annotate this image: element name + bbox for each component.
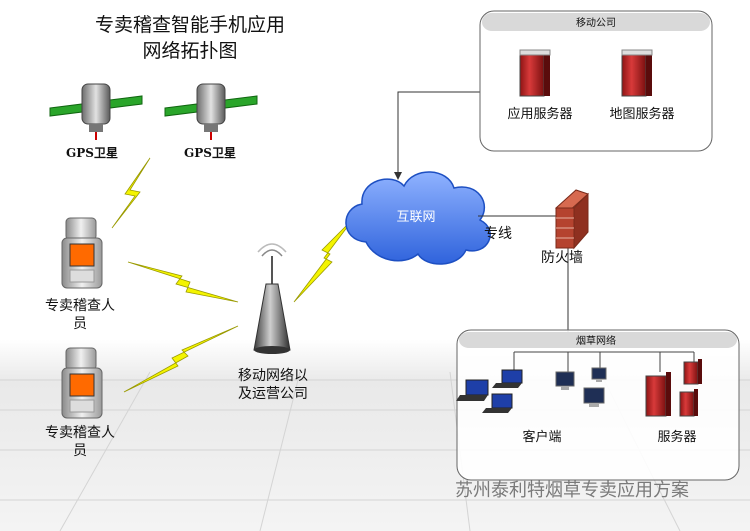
tobacco-server-2 (683, 359, 702, 385)
gps-satellite-2 (164, 83, 258, 140)
phone-1-label-line1: 专卖稽查人 (45, 298, 115, 314)
firewall-label: 防火墙 (541, 250, 583, 266)
tobacco-server-3 (679, 389, 698, 417)
cell-tower (253, 243, 291, 354)
laptop-3 (482, 393, 513, 413)
diagram-title-line1: 专卖稽查智能手机应用 (95, 14, 285, 36)
watermark-text: 苏州泰利特烟草专卖应用方案 (455, 480, 689, 501)
client-computers (456, 367, 607, 413)
tobacco-network-title: 烟草网络 (576, 334, 616, 347)
phone-2-label-line2: 员 (73, 443, 87, 459)
desktop-3 (583, 387, 605, 407)
gps-satellite-2-label: GPS卫星 (184, 146, 236, 160)
wireless-bolt-phone1 (127, 261, 239, 303)
phone-2 (61, 347, 103, 419)
internet-label: 互联网 (396, 210, 435, 225)
tower-label-line2: 及运营公司 (238, 386, 308, 402)
gps-satellite-1 (49, 83, 143, 140)
phone-2-label-line1: 专卖稽查人 (45, 425, 115, 441)
map-server-label: 地图服务器 (609, 106, 674, 122)
laptop-1 (492, 369, 523, 388)
phone-1 (61, 217, 103, 289)
mobile-company-to-internet-line (394, 91, 480, 180)
tobacco-network-bus (513, 351, 695, 372)
mobile-company-panel (479, 10, 713, 152)
phone-1-label-line2: 员 (73, 316, 87, 332)
desktop-2 (591, 367, 607, 382)
app-server-label: 应用服务器 (507, 106, 572, 122)
dedicated-line-label: 专线 (484, 226, 512, 242)
gps-satellite-1-label: GPS卫星 (66, 146, 118, 160)
firewall (555, 189, 589, 250)
desktop-1 (555, 371, 575, 390)
wireless-bolt-tower (293, 217, 355, 303)
map-server (621, 49, 653, 97)
wireless-bolt-phone2 (123, 325, 239, 393)
tobacco-servers (645, 359, 702, 417)
tobacco-servers-label: 服务器 (657, 429, 696, 445)
tobacco-server-1 (645, 372, 671, 417)
wireless-bolts (111, 157, 355, 393)
mobile-company-title: 移动公司 (576, 16, 616, 29)
laptop-2 (456, 379, 489, 401)
internet-cloud (345, 171, 491, 265)
clients-label: 客户端 (522, 429, 561, 445)
tower-label-line1: 移动网络以 (238, 368, 308, 384)
diagram-title-line2: 网络拓扑图 (142, 40, 237, 62)
app-server (519, 49, 551, 97)
wireless-bolt-satellite (111, 157, 151, 229)
